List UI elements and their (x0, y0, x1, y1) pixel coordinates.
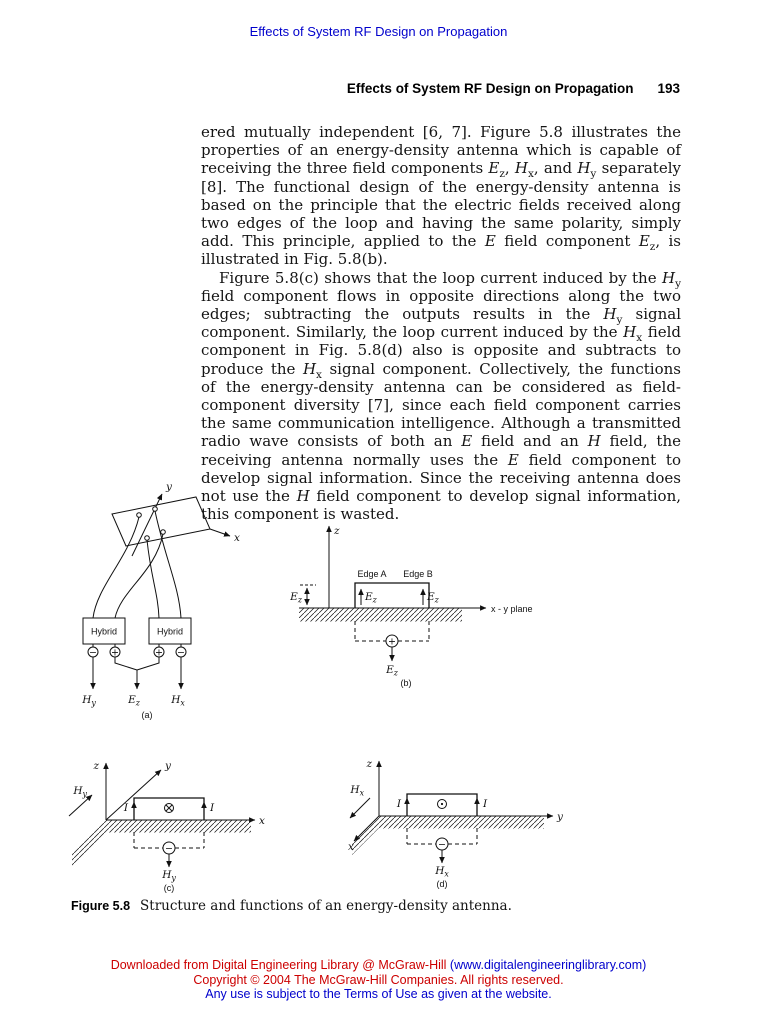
y-axis-label: y (164, 760, 172, 772)
edge-b-label: Edge B (403, 569, 433, 579)
hybrid-box-right (148, 617, 192, 645)
hy-output-label: Hy (161, 869, 176, 883)
loop-plane (111, 496, 211, 547)
hybrid-label: Hybrid (157, 627, 183, 637)
current-into-page-symbol (164, 803, 174, 813)
subfigure-c: z y x Hy I I (68, 760, 265, 893)
combiner-sign: − (438, 840, 446, 851)
terminal (152, 506, 158, 512)
subfigure-tag-d: (d) (437, 879, 448, 889)
y-axis (131, 493, 163, 557)
figure-5-8: y x Hybrid Hybrid (59, 478, 699, 896)
wire (92, 516, 140, 619)
feed-lines (133, 832, 205, 849)
current-label: I (209, 802, 215, 814)
footer: Downloaded from Digital Engineering Libr… (0, 958, 757, 1002)
subfigure-a: y x Hybrid Hybrid (81, 481, 240, 720)
chapter-link[interactable]: Effects of System RF Design on Propagati… (249, 24, 508, 39)
footer-site-link[interactable]: (www.digitalengineeringlibrary.com) (449, 958, 647, 972)
loop (354, 582, 430, 608)
sign: + (155, 647, 163, 658)
hx-field-label: Hx (349, 784, 364, 798)
figure-caption-text: Structure and functions of an energy-den… (140, 898, 512, 914)
terminal (144, 535, 150, 541)
current-out-of-page-symbol (437, 799, 447, 809)
hybrid-label: Hybrid (91, 627, 117, 637)
y-axis-label: y (556, 811, 564, 823)
current-label: I (123, 802, 129, 814)
feed-lines (354, 621, 430, 642)
ez-edge-label: Ez (426, 591, 440, 605)
body-text: ered mutually independent [6, 7]. Figure… (201, 123, 681, 523)
edge-a-label: Edge A (357, 569, 386, 579)
figure-caption: Figure 5.8 Structure and functions of an … (71, 895, 691, 914)
hybrid-box-left (82, 617, 126, 645)
z-axis-label: z (92, 760, 99, 772)
footer-line-1: Downloaded from Digital Engineering Libr… (0, 958, 757, 973)
terminal (136, 512, 142, 518)
figure-5-8-diagram: y x Hybrid Hybrid (68, 481, 564, 893)
y-axis (105, 769, 162, 821)
wire (154, 510, 182, 619)
paragraph-2: Figure 5.8(c) shows that the loop curren… (201, 268, 681, 524)
ground-plane (299, 608, 462, 622)
ez-output-label: Ez (385, 664, 399, 678)
ez-measure-label: Ez (289, 591, 303, 605)
subfigure-b: z x - y plane Edge A Edge B Ez Ez Ez (289, 525, 532, 688)
footer-copyright: Copyright © 2004 The McGraw-Hill Compani… (193, 972, 564, 987)
current-label: I (482, 798, 488, 810)
footer-terms-link[interactable]: Any use is subject to the Terms of Use a… (205, 987, 552, 1001)
ground-plane (379, 816, 544, 829)
footer-downloaded-text: Downloaded from Digital Engineering Libr… (110, 958, 447, 972)
current-label: I (396, 798, 402, 810)
paragraph-1: ered mutually independent [6, 7]. Figure… (201, 123, 681, 269)
subfigure-d: z y x Hx I I (348, 758, 564, 889)
x-axis (209, 528, 231, 537)
combiner-sign: − (165, 844, 173, 855)
figure-caption-label: Figure 5.8 (71, 899, 131, 913)
xy-plane-label: x - y plane (491, 604, 533, 614)
hx-field-arrow (349, 797, 371, 819)
feed-lines (406, 828, 478, 845)
ez-edge-label: Ez (364, 591, 378, 605)
combiner-sign: + (388, 637, 396, 648)
x-axis-label: x (259, 815, 265, 827)
hx-output-label: Hx (434, 865, 449, 879)
x-axis-label: x (234, 532, 240, 544)
hy-output-label: Hy (81, 694, 96, 708)
terminal (160, 529, 166, 535)
ground-plane (106, 820, 251, 833)
running-header: Effects of System RF Design on Propagati… (347, 81, 680, 96)
slant-plane (72, 820, 106, 866)
wire (146, 539, 160, 619)
ez-output-label: Ez (127, 694, 141, 708)
hy-field-arrow (68, 794, 93, 817)
combine-lines (114, 657, 160, 671)
subfigure-tag-b: (b) (401, 678, 412, 688)
wire (114, 533, 164, 619)
sign: + (111, 647, 119, 658)
y-axis-label: y (165, 481, 173, 493)
z-axis-label: z (333, 525, 340, 537)
hx-output-label: Hx (170, 694, 185, 708)
sign: − (177, 647, 185, 658)
x-axis-label: x (348, 841, 354, 853)
subfigure-tag-a: (a) (142, 710, 153, 720)
z-axis-label: z (365, 758, 372, 770)
sign: − (89, 647, 97, 658)
slant-plane (352, 816, 379, 855)
subfigure-tag-c: (c) (164, 883, 175, 893)
running-header-title: Effects of System RF Design on Propagati… (346, 81, 634, 96)
hy-field-label: Hy (72, 785, 87, 799)
page-number: 193 (657, 81, 680, 96)
